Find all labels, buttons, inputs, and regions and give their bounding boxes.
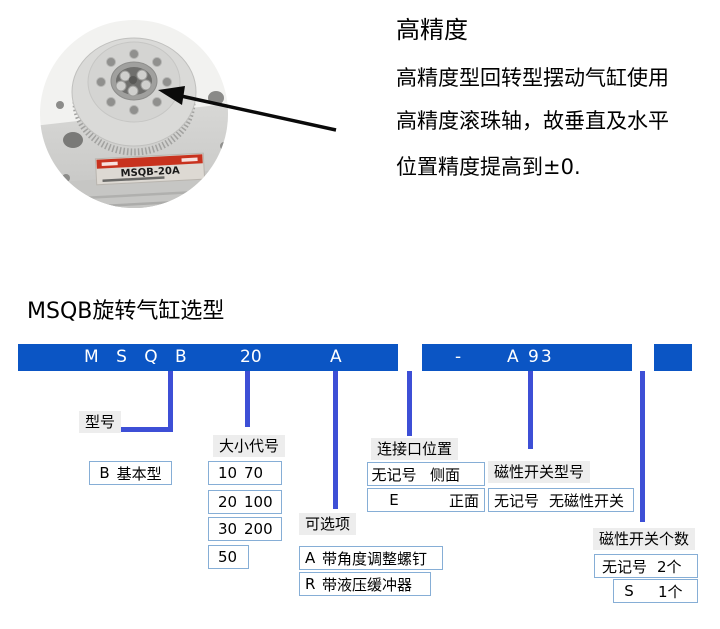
option-code: 20 bbox=[218, 493, 238, 511]
connector-line-options bbox=[333, 371, 338, 509]
blank-code-box-2 bbox=[632, 344, 654, 371]
option-text: 100 bbox=[244, 493, 273, 511]
option-code: 无记号 bbox=[602, 557, 648, 576]
code-segment-size: 20 bbox=[240, 347, 262, 367]
connector-line-switch-model bbox=[528, 371, 533, 449]
option-box-angle-screw: A 带角度调整螺钉 bbox=[299, 546, 443, 570]
feature-line-1: 高精度型回转型摆动气缸使用 bbox=[396, 66, 669, 90]
code-segment-option: A bbox=[330, 347, 342, 367]
bearing-balls bbox=[115, 69, 152, 97]
option-code: R bbox=[305, 575, 316, 593]
feature-title: 高精度 bbox=[396, 16, 468, 44]
tag-switch-model: 磁性开关型号 bbox=[488, 461, 591, 483]
option-text: 1个 bbox=[658, 582, 683, 601]
option-code: 50 bbox=[218, 548, 238, 566]
connector-line-model bbox=[168, 371, 173, 428]
mount-hole-left bbox=[63, 132, 83, 148]
product-photo: MSQB-20A bbox=[40, 20, 337, 208]
option-box-switch-count-2: 无记号 2个 bbox=[594, 554, 698, 578]
option-text: 基本型 bbox=[116, 464, 162, 483]
option-code: E bbox=[389, 491, 399, 509]
code-segment-dash: - bbox=[455, 347, 462, 367]
option-box-switch-count-1: S 1个 bbox=[613, 579, 698, 603]
connector-line-size bbox=[245, 371, 250, 427]
option-box-no-switch: 无记号 无磁性开关 bbox=[488, 488, 634, 512]
option-text: 带角度调整螺钉 bbox=[322, 549, 428, 568]
option-text: 无磁性开关 bbox=[549, 491, 625, 510]
model-code-bar: M S Q B 20 A - A 93 bbox=[18, 344, 692, 371]
option-box-size-50: 50 bbox=[208, 545, 249, 569]
dial-knurl bbox=[72, 101, 196, 156]
option-box-model-basic: B 基本型 bbox=[89, 461, 172, 485]
option-text: 2个 bbox=[657, 557, 682, 576]
option-text: 70 bbox=[244, 464, 264, 482]
section-title: MSQB旋转气缸选型 bbox=[27, 299, 225, 324]
option-box-size-20: 20 100 bbox=[208, 490, 282, 514]
pointer-arrow bbox=[158, 86, 337, 132]
option-code: 10 bbox=[218, 464, 238, 482]
tag-options: 可选项 bbox=[299, 513, 357, 535]
code-segment-series: M S Q B bbox=[84, 347, 193, 367]
option-code: A bbox=[305, 549, 316, 567]
code-segment-switch-model: A 93 bbox=[507, 347, 554, 367]
connector-line-switch-count bbox=[640, 371, 645, 522]
product-label: MSQB-20A bbox=[94, 152, 206, 186]
tag-switch-count: 磁性开关个数 bbox=[593, 528, 696, 550]
product-label-text: MSQB-20A bbox=[120, 165, 180, 179]
option-box-size-30: 30 200 bbox=[208, 517, 282, 541]
connector-line-port bbox=[407, 371, 412, 436]
option-text: 带液压缓冲器 bbox=[322, 575, 413, 594]
option-box-port-side: 无记号 侧面 bbox=[367, 462, 485, 486]
connector-line-model-horizontal bbox=[121, 427, 173, 432]
option-code: 无记号 bbox=[494, 491, 540, 510]
option-text: 正面 bbox=[448, 491, 479, 510]
blank-code-box-1 bbox=[398, 344, 422, 371]
option-text: 侧面 bbox=[430, 465, 461, 484]
feature-line-2: 高精度滚珠轴，故垂直及水平 bbox=[396, 109, 669, 133]
feature-line-3: 位置精度提高到±0. bbox=[396, 155, 581, 179]
option-code: 无记号 bbox=[371, 465, 417, 484]
option-code: 30 bbox=[218, 520, 238, 538]
option-text: 200 bbox=[244, 520, 273, 538]
bolt-holes bbox=[96, 49, 172, 115]
tag-model: 型号 bbox=[79, 411, 122, 433]
option-code: B bbox=[99, 464, 110, 482]
option-box-hydraulic-buffer: R 带液压缓冲器 bbox=[299, 572, 431, 596]
tag-size: 大小代号 bbox=[213, 435, 286, 457]
option-box-port-front: E 正面 bbox=[367, 488, 485, 512]
tag-port: 连接口位置 bbox=[371, 438, 459, 460]
option-box-size-10: 10 70 bbox=[208, 461, 282, 485]
option-code: S bbox=[624, 582, 634, 600]
